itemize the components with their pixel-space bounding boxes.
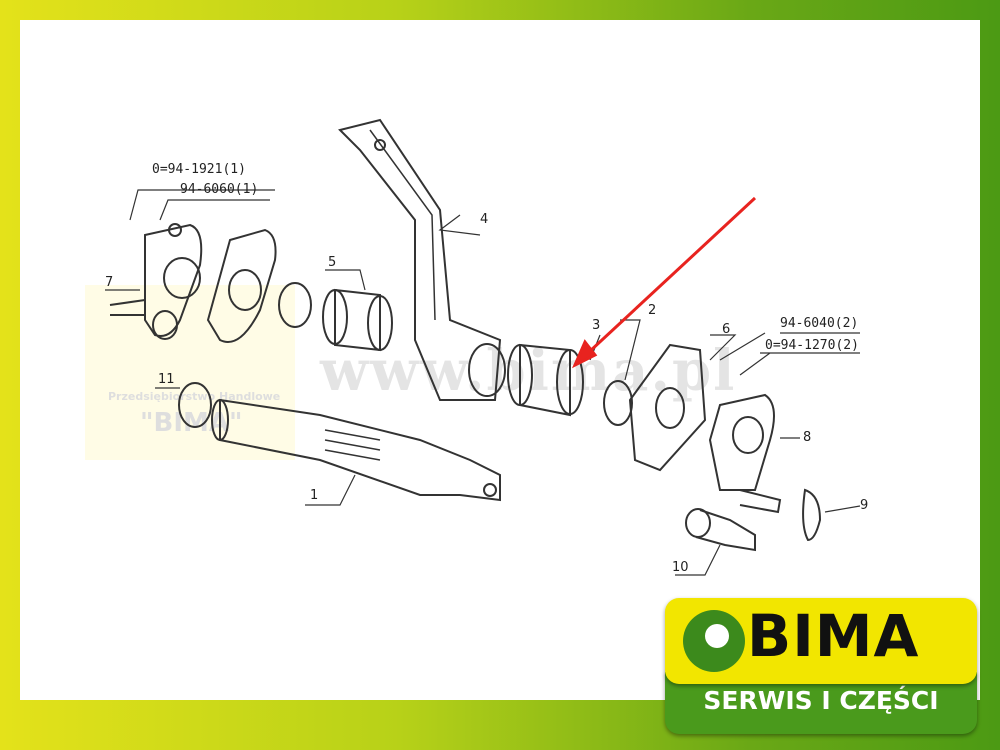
part-11-drawing — [178, 382, 212, 428]
part-label-10: 10 — [672, 560, 689, 575]
part-label-1: 1 — [310, 488, 319, 503]
part-label-7: 7 — [105, 275, 114, 290]
part-label-2: 2 — [648, 303, 657, 318]
callout-nut-right: 94-6040(2) — [780, 316, 859, 331]
part-6-drawing — [628, 343, 707, 472]
parts-drawing — [105, 118, 861, 576]
part-label-8: 8 — [803, 430, 812, 445]
callout-bolt-left: 0=94-1921(1) — [152, 162, 246, 177]
part-9-drawing — [802, 488, 822, 542]
ring-left — [278, 282, 312, 328]
diagram-sheet: www.bima.pl Przedsiębiorstwo Handlowe "B… — [20, 20, 980, 700]
part-label-9: 9 — [860, 498, 869, 513]
bima-logo: SERWIS I CZĘŚCI BIMA — [665, 598, 977, 738]
part-2-drawing — [603, 380, 633, 426]
part-7-drawing — [109, 223, 203, 340]
part-label-5: 5 — [328, 255, 337, 270]
part-label-4: 4 — [480, 212, 489, 227]
callout-nut-left: 94-6060(1) — [180, 182, 259, 197]
part-label-11: 11 — [158, 372, 175, 387]
logo-ball-icon — [705, 624, 729, 648]
watermark-company: Przedsiębiorstwo Handlowe — [108, 390, 281, 403]
part-3-drawing — [507, 343, 584, 417]
part-label-6: 6 — [722, 322, 731, 337]
logo-name: BIMA — [747, 602, 920, 670]
logo-name-band: BIMA — [665, 598, 977, 684]
part-4-drawing — [338, 118, 506, 401]
part-8-drawing — [708, 393, 782, 514]
callout-bolt-right: 0=94-1270(2) — [765, 338, 859, 353]
part-5-drawing — [322, 288, 393, 352]
leader-lines — [105, 189, 861, 576]
part-1-drawing — [211, 398, 501, 502]
plate-left-drawing — [206, 228, 277, 343]
highlight-arrow — [571, 196, 757, 369]
logo-tagline: SERWIS I CZĘŚCI — [703, 686, 939, 715]
part-10-drawing — [685, 508, 756, 552]
part-label-3: 3 — [592, 318, 601, 333]
